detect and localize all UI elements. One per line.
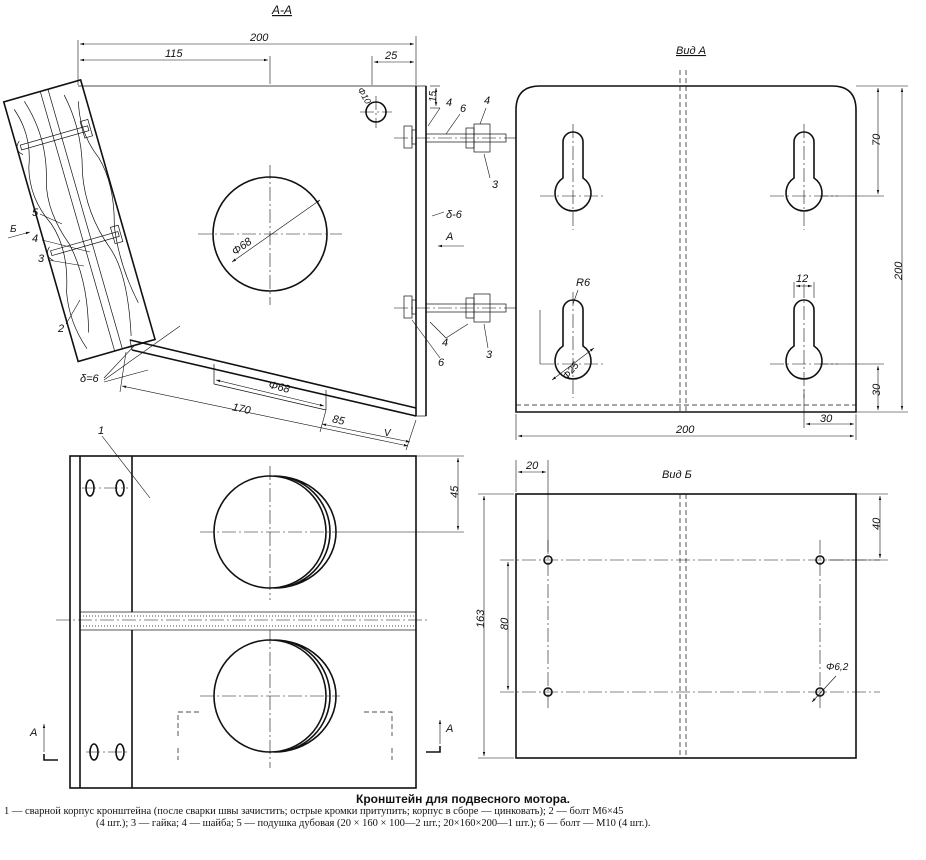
dim-200-bottom: 200	[675, 424, 695, 436]
mark-a-left: А	[29, 727, 37, 739]
dim-85: 85	[331, 413, 346, 427]
dim-30-right: 30	[871, 383, 883, 396]
dim-200-right: 200	[893, 261, 905, 281]
bolt-top	[394, 123, 516, 153]
wall-bottom-label: δ=6	[80, 373, 100, 385]
dim-80: 80	[499, 617, 511, 630]
view-a: Вид А 70 200 30 200	[515, 45, 908, 440]
callout-4-top-right: 4	[484, 95, 490, 107]
section-aa: А-А 200 115 25 15	[2, 3, 516, 451]
dim-phi62: Φ6,2	[826, 662, 849, 673]
callout-2: 2	[57, 323, 64, 335]
callout-5: 5	[32, 207, 39, 219]
legend-line-1: 1 — сварной корпус кронштейна (после сва…	[4, 806, 624, 817]
dim-45: 45	[449, 485, 461, 498]
callout-3-bottom: 3	[486, 349, 493, 361]
arrow-a-label: А	[445, 231, 453, 243]
callout-3-top: 3	[492, 179, 499, 191]
view-b: Вид Б 20 40 80 163 Φ6,2	[475, 460, 888, 759]
callout-4-bottom: 4	[442, 337, 448, 349]
dim-25: 25	[384, 50, 398, 62]
legend: 1 — сварной корпус кронштейна (после сва…	[4, 806, 924, 830]
wall-thickness-label: δ-6	[446, 209, 463, 221]
arrow-b-label: Б	[10, 224, 17, 235]
drawing-title: Кронштейн для подвесного мотора.	[356, 792, 570, 806]
callout-3-left: 3	[38, 253, 45, 265]
dim-30-bottom: 30	[820, 413, 833, 425]
keyhole-slot	[554, 131, 592, 212]
dim-20: 20	[525, 460, 539, 472]
dim-r6: R6	[576, 277, 591, 289]
dim-15: 15	[428, 90, 439, 102]
dim-200-top: 200	[249, 32, 269, 44]
dim-163: 163	[475, 609, 487, 628]
callout-4-left: 4	[32, 233, 38, 245]
section-aa-label: А-А	[271, 3, 292, 17]
callout-6-top: 6	[460, 103, 467, 115]
arrow-v-label: V	[384, 428, 392, 439]
callout-6-bottom: 6	[438, 357, 445, 369]
dim-170: 170	[231, 401, 252, 417]
view-b-label: Вид Б	[662, 469, 692, 481]
dim-40: 40	[871, 517, 883, 530]
mark-a-right: А	[445, 723, 453, 735]
view-a-label: Вид А	[676, 45, 706, 57]
callout-1: 1	[98, 425, 104, 437]
callout-4-top: 4	[446, 97, 452, 109]
bolt-bottom	[394, 293, 516, 323]
legend-line-2: (4 шт.); 3 — гайка; 4 — шайба; 5 — подуш…	[96, 818, 651, 829]
top-view: 1 45 А А	[29, 425, 464, 789]
dim-12: 12	[796, 273, 808, 285]
dim-70: 70	[871, 133, 883, 146]
dim-115: 115	[165, 48, 183, 60]
